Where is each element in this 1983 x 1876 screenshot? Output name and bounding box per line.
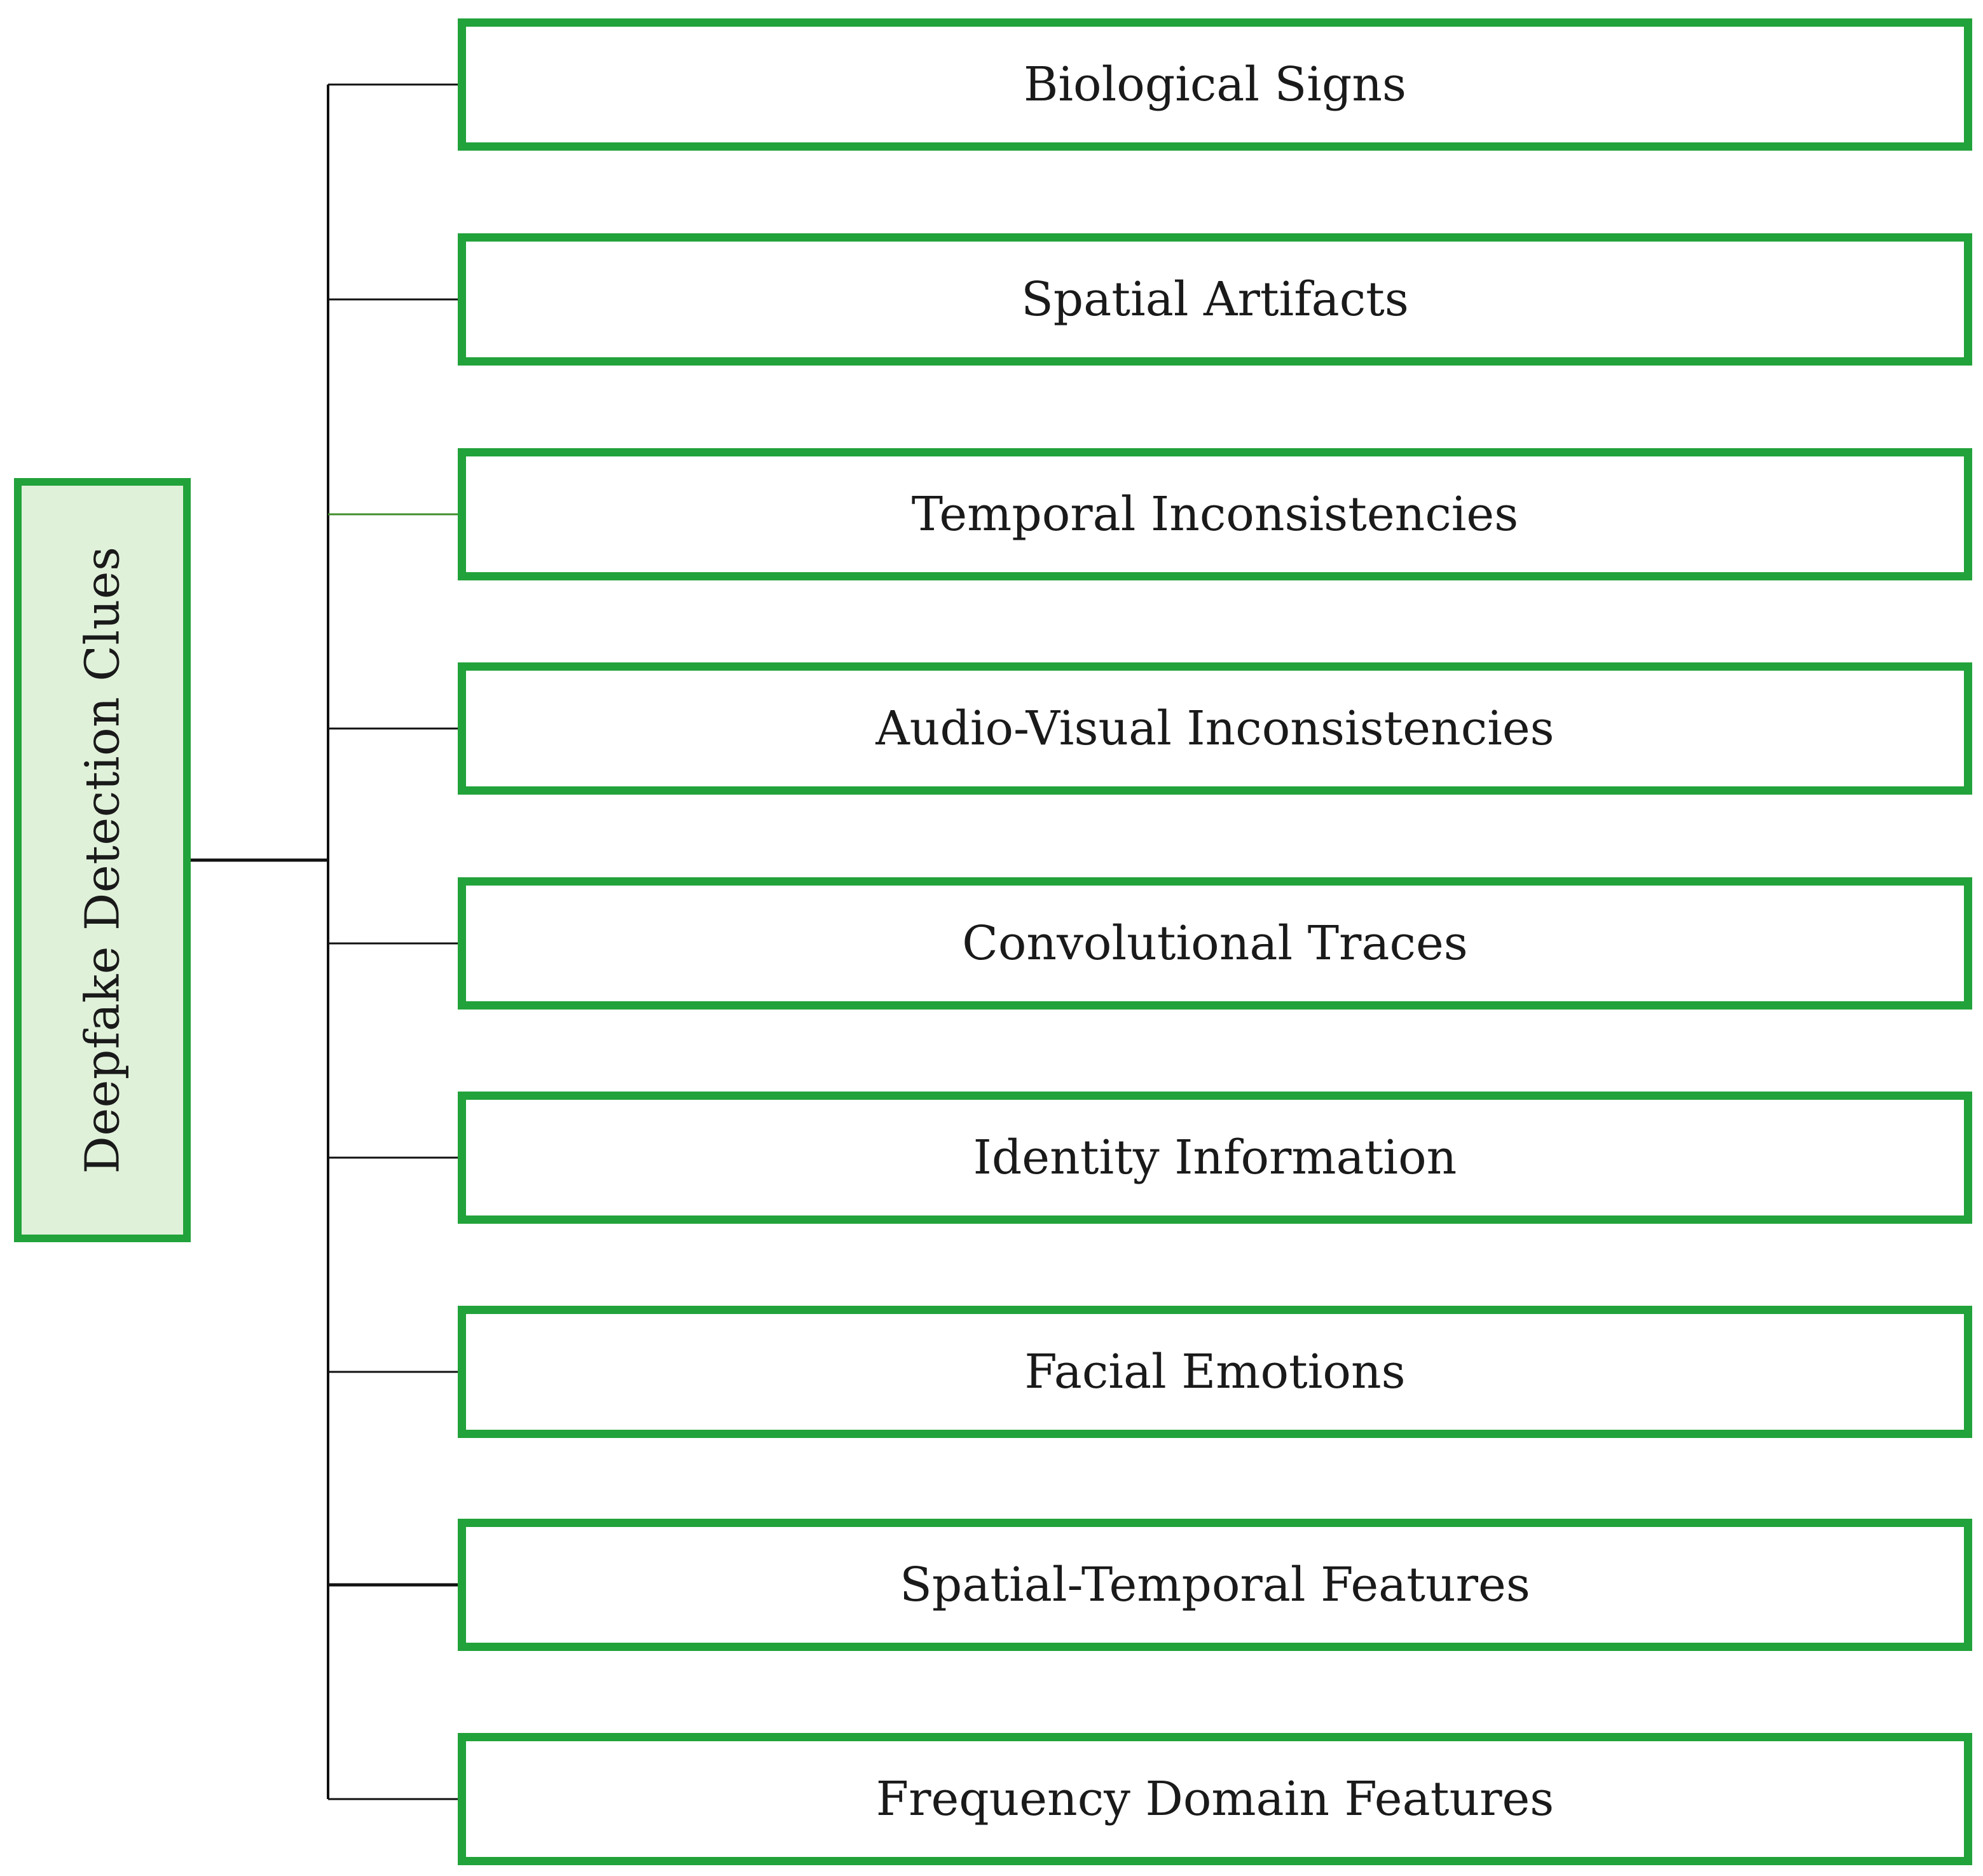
child-node-label: Audio-Visual Inconsistencies xyxy=(875,701,1554,756)
child-node-temporal-inconsistencies: Temporal Inconsistencies xyxy=(458,448,1972,580)
child-node-audio-visual-inconsistencies: Audio-Visual Inconsistencies xyxy=(458,662,1972,795)
child-node-spatial-artifacts: Spatial Artifacts xyxy=(458,233,1972,366)
child-node-identity-information: Identity Information xyxy=(458,1092,1972,1224)
child-node-frequency-domain-features: Frequency Domain Features xyxy=(458,1733,1972,1865)
child-node-label: Identity Information xyxy=(973,1130,1457,1185)
child-node-label: Temporal Inconsistencies xyxy=(911,487,1519,542)
child-node-label: Biological Signs xyxy=(1024,57,1406,112)
child-node-label: Convolutional Traces xyxy=(962,916,1468,971)
root-node: Deepfake Detection Clues xyxy=(14,478,191,1242)
child-node-spatial-temporal-features: Spatial-Temporal Features xyxy=(458,1519,1972,1651)
root-node-label: Deepfake Detection Clues xyxy=(75,546,130,1174)
child-node-label: Frequency Domain Features xyxy=(875,1772,1554,1826)
child-node-facial-emotions: Facial Emotions xyxy=(458,1306,1972,1438)
child-node-biological-signs: Biological Signs xyxy=(458,18,1972,151)
child-node-label: Facial Emotions xyxy=(1024,1345,1406,1399)
child-node-label: Spatial Artifacts xyxy=(1021,272,1409,327)
child-node-label: Spatial-Temporal Features xyxy=(900,1558,1530,1612)
child-node-convolutional-traces: Convolutional Traces xyxy=(458,877,1972,1010)
